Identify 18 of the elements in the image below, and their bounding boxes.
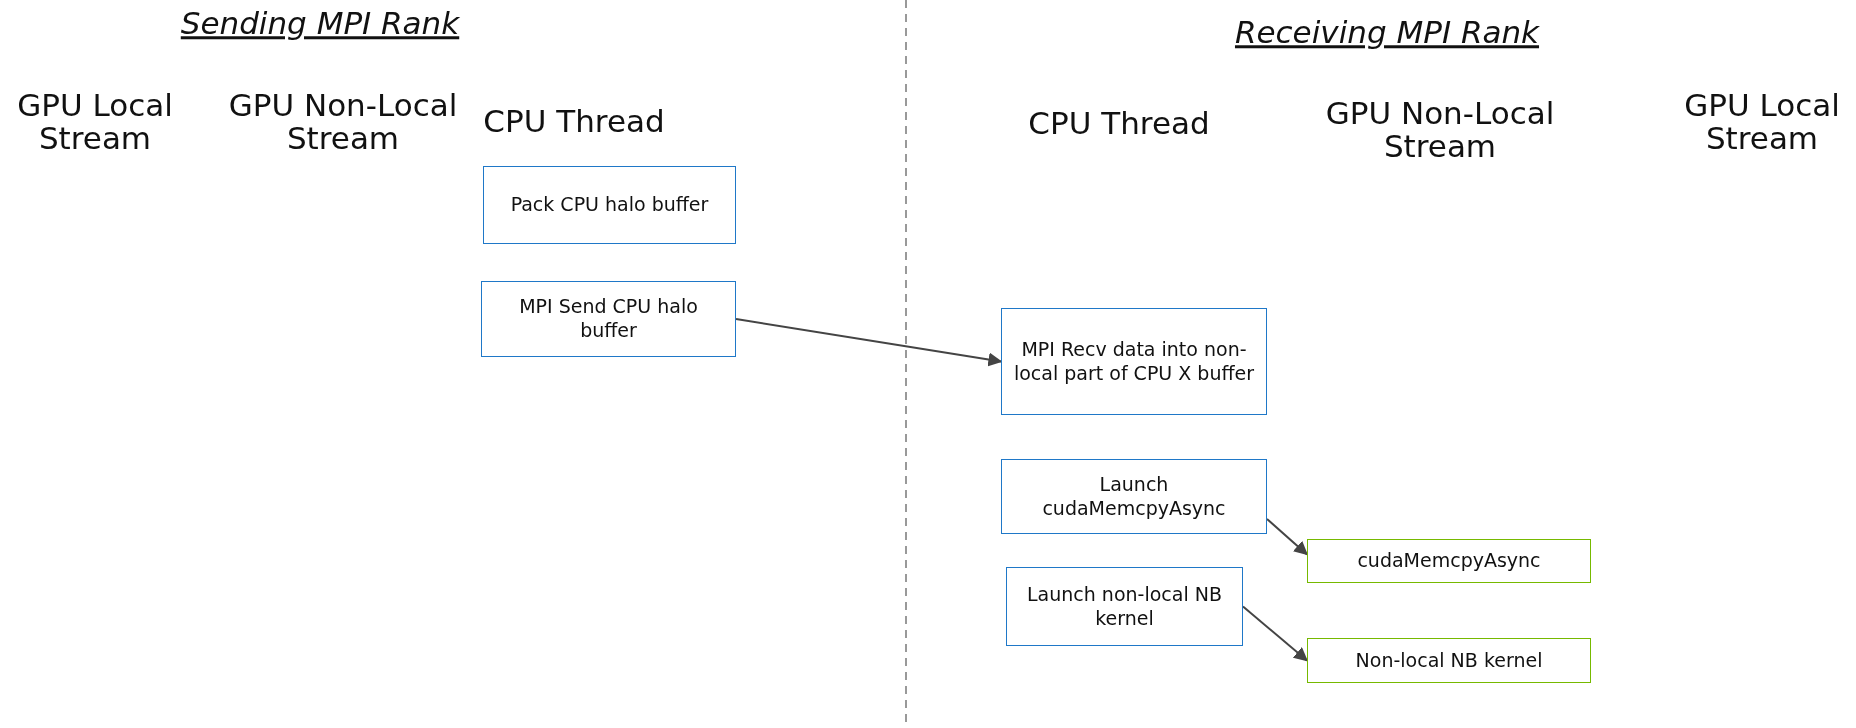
process-box: Launch cudaMemcpyAsync: [1001, 459, 1267, 534]
column-header: GPU Non-Local Stream: [227, 88, 459, 156]
column-header: CPU Thread: [1028, 107, 1210, 141]
process-box: MPI Recv data into non-local part of CPU X buffer: [1001, 308, 1267, 415]
section-heading: Sending MPI Rank: [180, 7, 460, 41]
process-box: cudaMemcpyAsync: [1307, 539, 1591, 583]
arrow: [1242, 605, 1309, 662]
column-header: GPU Non-Local Stream: [1324, 96, 1556, 164]
column-header: GPU Local Stream: [1683, 88, 1841, 156]
column-header: CPU Thread: [483, 105, 665, 139]
section-heading: Receiving MPI Rank: [1234, 16, 1540, 50]
arrow: [1266, 518, 1309, 556]
column-header: GPU Local Stream: [16, 88, 174, 156]
process-box: Pack CPU halo buffer: [483, 166, 736, 244]
arrow: [735, 318, 1003, 367]
process-box: MPI Send CPU halo buffer: [481, 281, 736, 357]
process-box: Non-local NB kernel: [1307, 638, 1591, 683]
process-box: Launch non-local NB kernel: [1006, 567, 1243, 646]
